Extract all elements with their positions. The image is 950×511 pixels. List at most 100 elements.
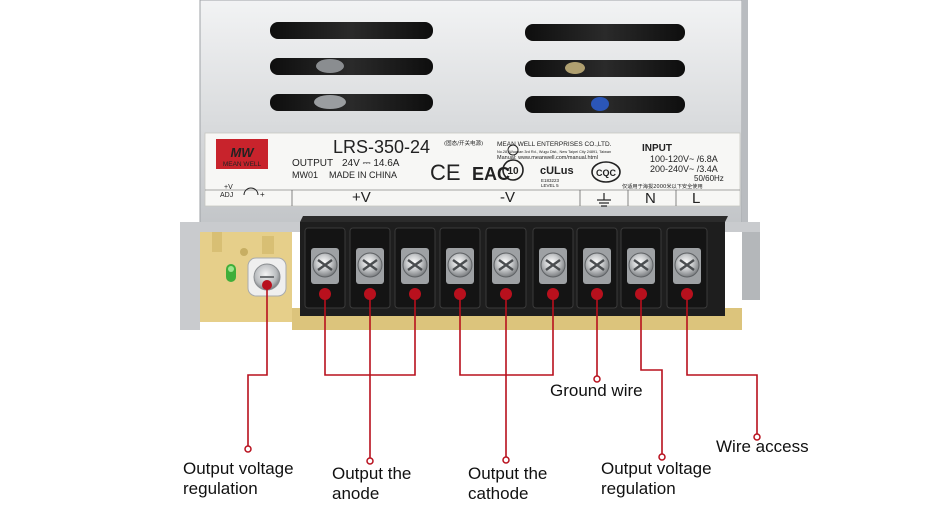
- vent-slots: [270, 22, 685, 113]
- terminal-label-strip: +V ADJ + +V -V N L: [205, 184, 740, 207]
- callout-cathode-line-1: Output the: [468, 464, 548, 483]
- callout-voltage-adjust: Output voltage regulation: [183, 459, 294, 499]
- screw-slot: [589, 259, 605, 271]
- dot-terminal-2: [364, 288, 376, 300]
- dot-terminal-7: [591, 288, 603, 300]
- screw-slot: [633, 259, 649, 271]
- terminal-9: [666, 227, 708, 309]
- leader-lines: [247, 283, 758, 459]
- terminal-label-plus: +V: [352, 189, 371, 206]
- model-code: MW01: [292, 170, 318, 180]
- input-line-1: 100-120V~ /6.8A: [650, 154, 718, 164]
- screw-slot: [545, 259, 561, 271]
- screw-slot: [452, 259, 468, 271]
- mean-well-logo: MW MEAN WELL: [216, 139, 268, 169]
- model-number: LRS-350-24: [333, 137, 430, 157]
- callout-anode: Output the anode: [332, 464, 411, 504]
- callout-wire-access: Wire access: [716, 437, 809, 457]
- callout-cathode-line-2: cathode: [468, 484, 529, 503]
- dot-terminal-8: [635, 288, 647, 300]
- screw-slot: [407, 259, 423, 271]
- terminal-6: [532, 227, 574, 309]
- terminal-7: [576, 227, 618, 309]
- logo-brand-name: MEAN WELL: [223, 161, 262, 168]
- terminal-4: [439, 227, 481, 309]
- ccc-mark-icon: [591, 161, 621, 183]
- voltage-adjust-potentiometer: [247, 257, 287, 297]
- ul-class: LEVEL 5: [541, 183, 559, 188]
- ul-code: E183223: [541, 178, 560, 183]
- screw-slot: [498, 259, 514, 271]
- dot-terminal-6: [547, 288, 559, 300]
- input-line-2: 200-240V~ /3.4A: [650, 164, 718, 174]
- terminal-label-l: L: [692, 190, 700, 207]
- callout-ground-line-1: Ground wire: [550, 381, 643, 400]
- manual-url: Manual: www.meanwell.com/manual.html: [497, 155, 598, 161]
- leader-dots: [262, 280, 693, 300]
- status-led: [226, 264, 236, 282]
- screw-slot: [362, 259, 378, 271]
- callout-input-regulation-line-2: regulation: [601, 479, 676, 498]
- energy-mark-icon: [502, 159, 524, 181]
- terminal-5: [485, 227, 527, 309]
- ring-anode: [366, 457, 374, 465]
- dot-pot: [262, 280, 272, 290]
- input-note: 仅适用于海拔2000米以下安全使用: [622, 182, 703, 190]
- ring-ground: [593, 375, 601, 383]
- callout-input-regulation: Output voltage regulation: [601, 459, 712, 499]
- made-in: MADE IN CHINA: [329, 170, 397, 180]
- callout-voltage-adjust-line-1: Output voltage: [183, 459, 294, 478]
- leader-voltage-adjust: [247, 283, 268, 447]
- adj-label-top: +V: [224, 184, 233, 191]
- input-frequency: 50/60Hz: [694, 174, 724, 183]
- callout-anode-line-1: Output the: [332, 464, 412, 483]
- ul-mark: cULus: [540, 165, 574, 177]
- terminal-1: [304, 227, 346, 309]
- terminal-label-n: N: [645, 190, 656, 207]
- ring-wire-access: [753, 433, 761, 441]
- dot-terminal-9: [681, 288, 693, 300]
- certification-marks: CE EAC 10 cULus E183223 LEVEL 5 CQC: [430, 144, 621, 188]
- screw-slot: [317, 259, 333, 271]
- ring-voltage-adjust: [244, 445, 252, 453]
- callout-voltage-adjust-line-2: regulation: [183, 479, 258, 498]
- screw-slot: [679, 259, 695, 271]
- callout-ground: Ground wire: [550, 381, 643, 401]
- terminal-2: [349, 227, 391, 309]
- leader-wire-access: [686, 294, 758, 435]
- manufacturer: MEAN WELL ENTERPRISES CO.,LTD.: [497, 141, 612, 148]
- ring-input-regulation: [658, 453, 666, 461]
- eac-mark: EAC: [472, 164, 510, 184]
- dot-terminal-3: [409, 288, 421, 300]
- label-plate: MW MEAN WELL LRS-350-24 (固态/开关电源) MEAN W…: [204, 132, 741, 207]
- input-label: INPUT: [642, 143, 672, 154]
- dot-terminal-5: [500, 288, 512, 300]
- terminal-label-minus: -V: [500, 189, 515, 206]
- terminal-8: [620, 227, 662, 309]
- ce-mark: CE: [430, 160, 461, 185]
- callout-anode-line-2: anode: [332, 484, 380, 503]
- callout-wire-access-line-1: Wire access: [716, 437, 809, 456]
- manufacturer-address: No.28, Wuquan 3rd Rd., Wugu Dist., New T…: [497, 150, 611, 154]
- logo-mark: MW: [230, 145, 255, 160]
- model-note: (固态/开关电源): [444, 139, 483, 147]
- terminal-screws: [304, 227, 708, 309]
- adjust-plus-icon: +: [260, 190, 265, 199]
- leader-input-regulation: [640, 294, 663, 455]
- adj-label-bottom: ADJ: [220, 192, 233, 199]
- callout-cathode: Output the cathode: [468, 464, 547, 504]
- output-label: OUTPUT: [292, 158, 333, 169]
- adjust-arc-icon: [243, 187, 259, 196]
- output-value: 24V ⎓ 14.6A: [342, 158, 400, 169]
- ground-symbol-icon: [597, 193, 611, 207]
- leader-end-rings: [244, 375, 761, 465]
- dot-terminal-4: [454, 288, 466, 300]
- ring-cathode: [502, 456, 510, 464]
- energy-mark-value: 10: [507, 166, 519, 177]
- ground-symbol-small: [507, 144, 519, 156]
- dot-terminal-1: [319, 288, 331, 300]
- terminal-3: [394, 227, 436, 309]
- callout-input-regulation-line-1: Output voltage: [601, 459, 712, 478]
- ccc-mark: CQC: [596, 168, 617, 178]
